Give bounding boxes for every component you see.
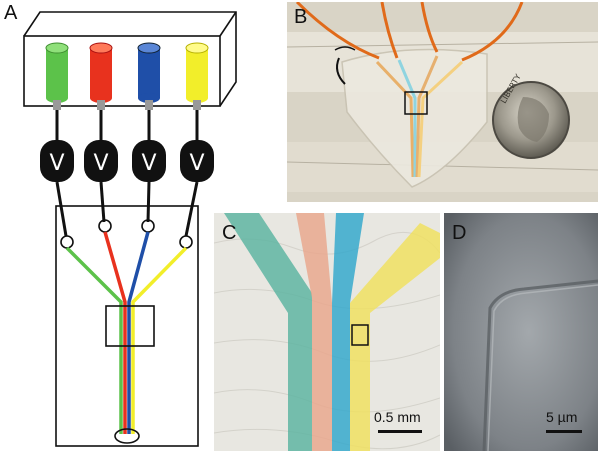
stream-orange	[296, 213, 332, 451]
pump-3: V	[132, 140, 166, 182]
zoom-box	[105, 305, 155, 347]
tubes-to-pumps	[55, 110, 199, 140]
stream-yellow	[350, 223, 440, 451]
channel-zoom-box	[351, 324, 369, 346]
outlet-port	[114, 428, 140, 444]
pump-2: V	[84, 140, 118, 182]
panel-d-image	[444, 213, 598, 451]
tubes-to-chip	[55, 181, 199, 237]
panel-c-label: C	[222, 222, 237, 244]
pump-3-symbol: V	[141, 151, 156, 176]
stream-green	[224, 213, 312, 451]
scale-label-d: 5 µm	[546, 409, 578, 425]
panel-c-photo: 0.5 mm	[214, 213, 440, 451]
inlet-ports	[60, 219, 193, 249]
scale-bar-c	[378, 430, 422, 433]
syringe-red	[89, 42, 113, 110]
reservoir-box	[23, 11, 237, 107]
device-channels	[375, 55, 464, 178]
pump-1: V	[40, 140, 74, 182]
pump-1-symbol: V	[49, 151, 64, 176]
device-zoom-box	[404, 91, 428, 115]
panel-a-schematic: V V V V	[23, 11, 237, 447]
scale-bar-d	[546, 430, 582, 433]
pump-2-symbol: V	[93, 151, 108, 176]
syringe-blue	[137, 42, 161, 110]
syringe-green	[45, 42, 69, 110]
stream-blue	[332, 213, 364, 451]
panel-b-label: B	[294, 6, 308, 28]
pump-4: V	[180, 140, 214, 182]
scale-label-c: 0.5 mm	[374, 409, 421, 425]
orange-tubing	[295, 2, 524, 62]
panel-b-image: LIBERTY	[287, 2, 598, 202]
panel-c-image	[214, 213, 440, 451]
channels	[65, 231, 188, 434]
panel-d-photo: 5 µm	[444, 213, 598, 451]
syringe-yellow	[185, 42, 209, 110]
panel-b-photo: LIBERTY	[287, 2, 598, 202]
panel-d-label: D	[452, 222, 467, 244]
chip-outline	[55, 205, 199, 447]
panel-a-label: A	[4, 2, 18, 24]
pump-4-symbol: V	[189, 151, 204, 176]
